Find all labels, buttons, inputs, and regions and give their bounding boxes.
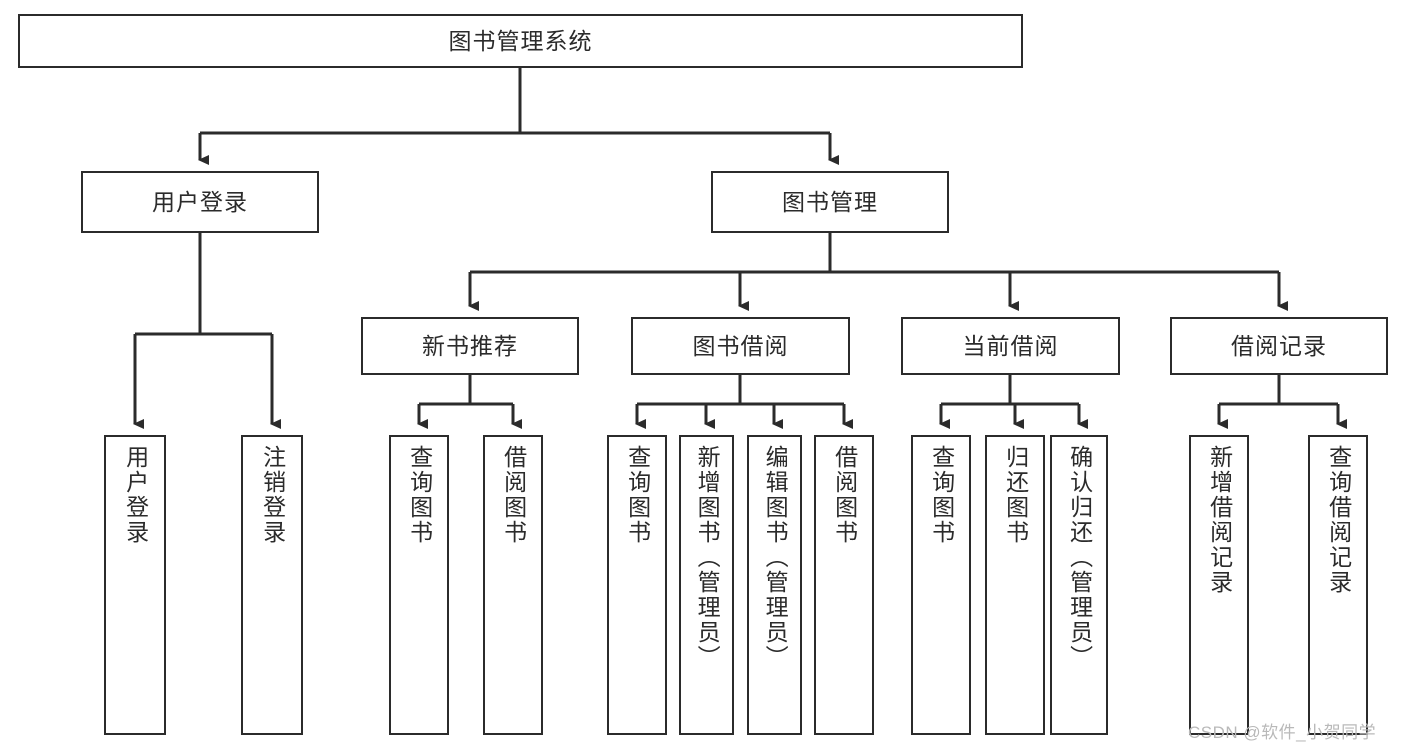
node-label: 查询借阅记录 xyxy=(1325,445,1352,595)
node-leaf-0[interactable]: 用户登录 xyxy=(104,435,166,735)
node-label: 查询图书 xyxy=(624,445,651,545)
node-label: 用户登录 xyxy=(152,188,248,215)
node-level3-0[interactable]: 新书推荐 xyxy=(361,317,579,375)
node-label: 查询图书 xyxy=(928,445,955,545)
node-label: 查询图书 xyxy=(406,445,433,545)
node-leaf-6[interactable]: 编辑图书（管理员） xyxy=(747,435,802,735)
node-label: 当前借阅 xyxy=(962,332,1059,359)
node-label: 用户登录 xyxy=(122,445,149,545)
node-root[interactable]: 图书管理系统 xyxy=(18,14,1023,68)
node-leaf-11[interactable]: 新增借阅记录 xyxy=(1189,435,1249,735)
node-label: 归还图书 xyxy=(1002,445,1029,545)
node-level3-2[interactable]: 当前借阅 xyxy=(901,317,1120,375)
node-leaf-10[interactable]: 确认归还（管理员） xyxy=(1050,435,1108,735)
node-leaf-8[interactable]: 查询图书 xyxy=(911,435,971,735)
node-label: 图书管理系统 xyxy=(448,27,593,54)
node-leaf-5[interactable]: 新增图书（管理员） xyxy=(679,435,734,735)
node-level3-1[interactable]: 图书借阅 xyxy=(631,317,850,375)
node-leaf-4[interactable]: 查询图书 xyxy=(607,435,667,735)
node-level3-3[interactable]: 借阅记录 xyxy=(1170,317,1388,375)
node-label: 图书借阅 xyxy=(692,332,789,359)
node-level2-1[interactable]: 图书管理 xyxy=(711,171,949,233)
node-label: 借阅记录 xyxy=(1231,332,1327,359)
node-label: 注销登录 xyxy=(259,445,286,545)
node-label: 确认归还（管理员） xyxy=(1066,445,1093,670)
node-label: 新增借阅记录 xyxy=(1206,445,1233,595)
node-label: 图书管理 xyxy=(782,188,878,215)
node-leaf-7[interactable]: 借阅图书 xyxy=(814,435,874,735)
node-label: 借阅图书 xyxy=(831,445,858,545)
node-label: 借阅图书 xyxy=(500,445,527,545)
node-leaf-1[interactable]: 注销登录 xyxy=(241,435,303,735)
node-leaf-9[interactable]: 归还图书 xyxy=(985,435,1045,735)
node-leaf-12[interactable]: 查询借阅记录 xyxy=(1308,435,1368,735)
watermark: CSDN @软件_小贺同学 xyxy=(1188,723,1377,742)
node-leaf-2[interactable]: 查询图书 xyxy=(389,435,449,735)
node-leaf-3[interactable]: 借阅图书 xyxy=(483,435,543,735)
node-label: 新增图书（管理员） xyxy=(694,445,721,670)
node-level2-0[interactable]: 用户登录 xyxy=(81,171,319,233)
node-label: 编辑图书（管理员） xyxy=(762,445,789,670)
node-label: 新书推荐 xyxy=(422,332,518,359)
